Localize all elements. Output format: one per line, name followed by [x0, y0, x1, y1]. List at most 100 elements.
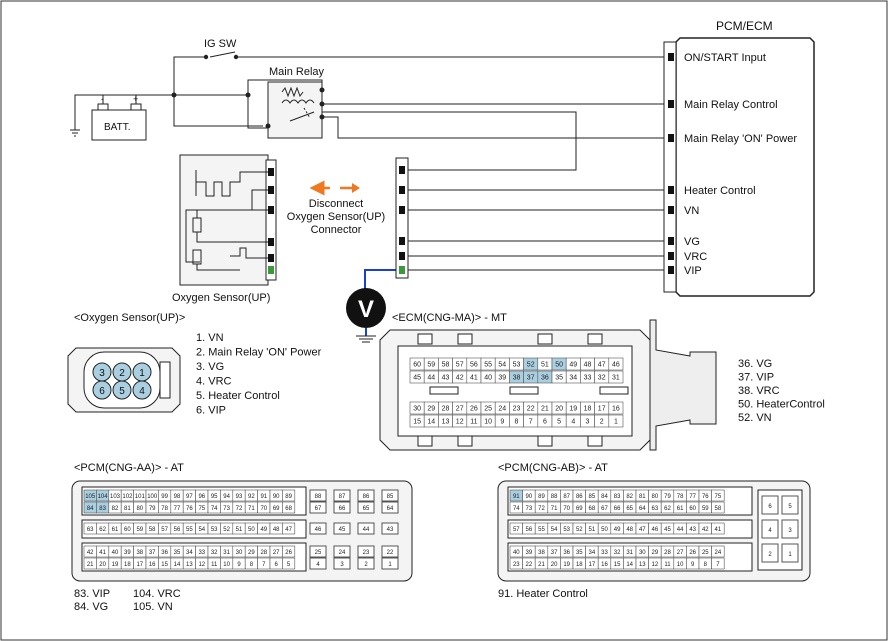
connector-cell-number: 7 [716, 562, 720, 568]
pcm-pin [668, 206, 674, 214]
connector-cell-number: 31 [612, 375, 620, 382]
pcm-pin-label: Main Relay 'ON' Power [684, 133, 797, 145]
connector-cell [381, 522, 399, 535]
connector-cell-number: 4 [768, 528, 772, 534]
connector-cell-number: 69 [273, 506, 280, 512]
connector-cell [309, 522, 327, 535]
connector-cell-number: 11 [664, 562, 671, 568]
connector-cell-number: 99 [161, 494, 168, 500]
connector-cell-number: 31 [223, 550, 230, 556]
connector-cell-number: 59 [427, 362, 435, 369]
connector-cell-number: 30 [413, 406, 421, 413]
connector-cell-number: 44 [677, 527, 684, 533]
connector-cell-number: 55 [186, 527, 193, 533]
connector-cell-number: 47 [598, 362, 606, 369]
connector-cell-number: 73 [223, 506, 230, 512]
connector-cell-number: 43 [689, 527, 696, 533]
pcm-aa-legend-item: 83. VIP [74, 588, 110, 600]
connector-cell-number: 61 [112, 527, 119, 533]
connector-cell-number: 2 [768, 552, 772, 558]
wires [70, 51, 664, 271]
connector-cell-number: 53 [211, 527, 218, 533]
connector-cell-number: 14 [427, 419, 435, 426]
connector-cell [333, 489, 351, 502]
connector-cell [781, 495, 799, 515]
connector-cell-number: 16 [601, 562, 608, 568]
o2-legend-item: 3. VG [196, 361, 224, 373]
connector-cell-number: 102 [122, 494, 133, 500]
connector-cell-number: 66 [614, 506, 621, 512]
junction-dot [171, 92, 177, 98]
pcm-pin-label: ON/START Input [684, 52, 766, 64]
connector-cell-number: 103 [110, 494, 121, 500]
connector-cell [761, 495, 779, 515]
connector-cell [381, 557, 399, 570]
inline-pin [399, 166, 405, 174]
connector-cell-number: 56 [526, 527, 533, 533]
connector-cell [381, 489, 399, 502]
connector-cell-number: 53 [563, 527, 570, 533]
connector-cell-number: 55 [484, 362, 492, 369]
connector-cell-number: 26 [689, 550, 696, 556]
connector-cell-number: 97 [186, 494, 193, 500]
connector-cell-number: 82 [626, 494, 633, 500]
connector-cell-number: 73 [526, 506, 533, 512]
connector-cell-number: 5 [287, 562, 291, 568]
connector-cell-number: 63 [652, 506, 659, 512]
connector-cell-number: 29 [652, 550, 659, 556]
connector-cell-number: 56 [174, 527, 181, 533]
connector-cell-number: 49 [614, 527, 621, 533]
connector-cell [309, 489, 327, 502]
connector-cell-number: 25 [315, 550, 322, 556]
pcm-pin-label: Main Relay Control [684, 99, 778, 111]
pcm-pin [668, 134, 674, 142]
connector-cell-number: 88 [315, 494, 322, 500]
ig-switch-contact [203, 54, 209, 60]
connector-cell-number: 79 [149, 506, 156, 512]
connector-cell-number: 22 [527, 406, 535, 413]
connector-cell-number: 22 [526, 562, 533, 568]
connector-cell [357, 501, 375, 514]
connector-cell [282, 545, 296, 558]
connector-cell-number: 83 [99, 506, 106, 512]
connector-latch [537, 333, 553, 345]
o2-pin-number: 1 [139, 368, 145, 379]
connector-cell-number: 60 [124, 527, 131, 533]
connector-cell-number: 38 [513, 375, 521, 382]
connector-cell-number: 9 [691, 562, 695, 568]
connector-cell-number: 15 [161, 562, 168, 568]
o2-legend-item: 4. VRC [196, 376, 232, 388]
connector-cell-number: 7 [529, 419, 533, 426]
connector-cell-number: 64 [639, 506, 646, 512]
voltmeter: V [346, 288, 386, 343]
connector-cell-number: 27 [677, 550, 684, 556]
o2-legend-item: 6. VIP [196, 405, 226, 417]
connector-cell-number: 19 [563, 562, 570, 568]
sensor-pin [268, 254, 274, 262]
connector-cell [333, 557, 351, 570]
disconnect-note: Disconnect Oxygen Sensor(UP) Connector [287, 180, 385, 236]
pcm-pin [668, 53, 674, 61]
connector-latch [587, 333, 603, 345]
connector-latch [417, 333, 433, 345]
connector-cell-number: 81 [639, 494, 646, 500]
connector-cell-number: 27 [273, 550, 280, 556]
o2-pin [112, 380, 132, 400]
connector-cell-number: 36 [161, 550, 168, 556]
connector-cell-number: 72 [236, 506, 243, 512]
o2-connector-title: <Oxygen Sensor(UP)> [74, 312, 185, 324]
connector-cell-number: 35 [174, 550, 181, 556]
connector-cell-number: 62 [99, 527, 106, 533]
connector-cell-number: 58 [715, 506, 722, 512]
pcm-pin [668, 100, 674, 108]
connector-cell-number: 39 [526, 550, 533, 556]
connector-cell-number: 50 [555, 362, 563, 369]
oxygen-sensor: Oxygen Sensor(UP) [172, 154, 277, 304]
connector-cell [711, 501, 725, 514]
connector-cell-number: 23 [513, 406, 521, 413]
connector-cell-number: 7 [262, 562, 266, 568]
connector-cell [711, 545, 725, 558]
connector-cell-number: 13 [639, 562, 646, 568]
connector-cell-number: 37 [551, 550, 558, 556]
